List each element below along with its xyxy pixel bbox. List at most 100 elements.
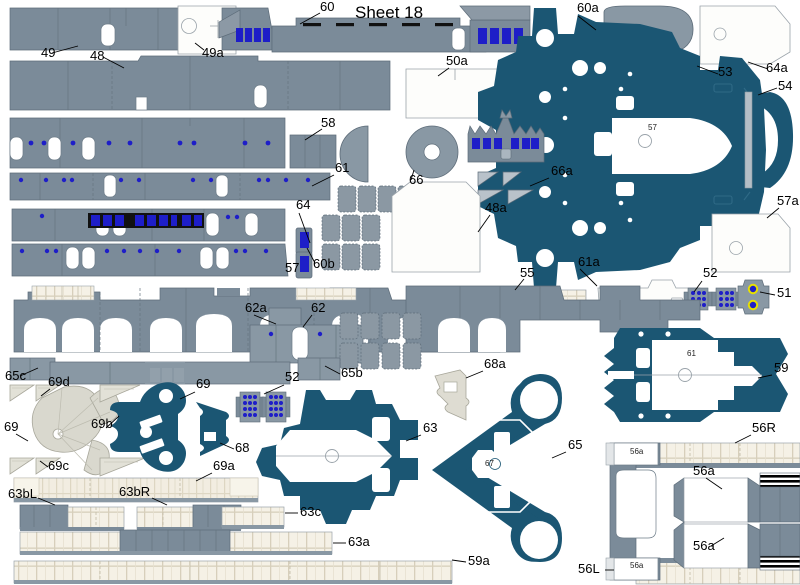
part-66-discs bbox=[339, 125, 459, 183]
part-label-l48a: 48a bbox=[485, 200, 507, 215]
leader-line-60 bbox=[299, 12, 321, 25]
part-label-l63a: 63a bbox=[348, 534, 370, 549]
part-58-strip bbox=[289, 134, 337, 169]
part-label-l60: 60 bbox=[320, 0, 334, 14]
part-65-aframe bbox=[432, 374, 562, 562]
leader-line-49 bbox=[51, 45, 79, 54]
part-66a-bridge bbox=[467, 109, 545, 205]
part-label-l68a: 68a bbox=[484, 356, 506, 371]
leader-line-65 bbox=[551, 451, 567, 459]
leader-line-68a bbox=[465, 370, 484, 379]
leader-line-62a bbox=[253, 314, 277, 325]
part-label-l69a: 69a bbox=[213, 458, 235, 473]
part-63-bow bbox=[256, 390, 418, 524]
part-69d-gussets bbox=[9, 384, 62, 402]
leader-line-63bL bbox=[37, 497, 56, 506]
part-57-hull-frame bbox=[478, 8, 766, 288]
part-60-deck bbox=[271, 17, 487, 53]
leader-line-59a bbox=[451, 559, 467, 563]
part-60b-window-piece bbox=[295, 251, 313, 279]
part-60-window-block bbox=[459, 5, 531, 53]
part-label-l57b: 57 bbox=[285, 260, 299, 275]
part-label-l49a: 49a bbox=[202, 45, 224, 60]
part-label-l68: 68 bbox=[235, 440, 249, 455]
part-label-l63bL: 63bL bbox=[8, 486, 37, 501]
leader-line-69b bbox=[105, 415, 120, 429]
part-51-turret bbox=[737, 279, 770, 315]
leader-line-58 bbox=[304, 128, 323, 141]
deck-module-grid-lower bbox=[339, 312, 422, 370]
part-53-bracket bbox=[680, 86, 700, 96]
leader-line-64a bbox=[747, 61, 769, 70]
part-label-l48: 48 bbox=[90, 48, 104, 63]
part-label-l53: 53 bbox=[718, 64, 732, 79]
part-56a-module-upper bbox=[673, 472, 800, 523]
part-63a-strip bbox=[19, 529, 333, 555]
part-52-module-pair-middle bbox=[235, 391, 291, 423]
part-label-l49: 49 bbox=[41, 45, 55, 60]
part-label-l62: 62 bbox=[311, 300, 325, 315]
part-68-wedge bbox=[196, 402, 229, 456]
part-label-l69c: 69c bbox=[48, 458, 69, 473]
leader-line-56a bbox=[705, 477, 723, 490]
part-label-l54: 54 bbox=[778, 78, 792, 93]
leader-line-69a bbox=[195, 472, 213, 482]
leader-line-69c bbox=[39, 460, 49, 468]
page-title: Sheet 18 bbox=[355, 3, 423, 22]
part-label-l63: 63 bbox=[423, 420, 437, 435]
leader-line-49a bbox=[194, 42, 205, 51]
leader-line-52 bbox=[263, 384, 285, 395]
part-label-l56a2: 56a bbox=[693, 463, 715, 478]
deck-arch-structure-right bbox=[295, 285, 701, 353]
part-57a-panel bbox=[711, 213, 791, 273]
leader-line-66 bbox=[410, 169, 415, 181]
part-label-l65b: 65b bbox=[341, 365, 363, 380]
leader-line-63 bbox=[405, 434, 422, 442]
leader-line-64 bbox=[298, 212, 311, 244]
leader-line-65c bbox=[19, 367, 39, 377]
part-69b-gussets bbox=[99, 384, 146, 477]
leader-line-53 bbox=[696, 65, 719, 75]
part-label-l69l: 69 bbox=[4, 419, 18, 434]
part-56R-railing bbox=[635, 442, 800, 468]
part-63c-strip bbox=[221, 506, 285, 529]
leader-line-59 bbox=[757, 374, 773, 379]
part-label-l57a: 57a bbox=[777, 193, 799, 208]
part-label-l52a: 52 bbox=[703, 265, 717, 280]
leader-line-48a bbox=[477, 214, 491, 233]
leader-line-50a bbox=[437, 67, 450, 77]
deck-module-grid-upper bbox=[321, 185, 417, 271]
leader-line-57a bbox=[766, 207, 780, 219]
part-label-l60b: 60b bbox=[313, 256, 335, 271]
part-label-l59: 59 bbox=[774, 360, 788, 375]
part-label-l67: 67 bbox=[485, 459, 494, 468]
part-56a-module-lower bbox=[673, 521, 800, 571]
leader-line-66a bbox=[529, 177, 550, 187]
leader-line-48 bbox=[102, 56, 125, 69]
part-label-l66a: 66a bbox=[551, 163, 573, 178]
leader-line-60a bbox=[577, 15, 597, 31]
part-label-l58: 58 bbox=[321, 115, 335, 130]
part-label-l64a: 64a bbox=[766, 60, 788, 75]
part-64a-panel bbox=[699, 5, 791, 65]
part-69-strut bbox=[110, 382, 186, 472]
leader-line-54 bbox=[757, 87, 778, 96]
part-label-l61a: 61a bbox=[578, 254, 600, 269]
part-label-l62a: 62a bbox=[245, 300, 267, 315]
part-69a-railing bbox=[13, 477, 259, 503]
part-label-l60a: 60a bbox=[577, 0, 599, 15]
part-label-l59a: 59a bbox=[468, 553, 490, 568]
part-label-l69: 69 bbox=[196, 376, 210, 391]
leader-line-65b bbox=[324, 365, 341, 375]
leader-line-56a bbox=[710, 537, 725, 547]
part-48a-panel bbox=[391, 181, 481, 273]
part-49a-panel bbox=[177, 5, 237, 55]
part-label-l56R: 56R bbox=[752, 420, 776, 435]
leader-line-56R bbox=[734, 434, 752, 444]
part-59a-strip bbox=[13, 560, 453, 584]
leader-line-68 bbox=[219, 442, 235, 450]
leader-line-62 bbox=[302, 314, 313, 328]
